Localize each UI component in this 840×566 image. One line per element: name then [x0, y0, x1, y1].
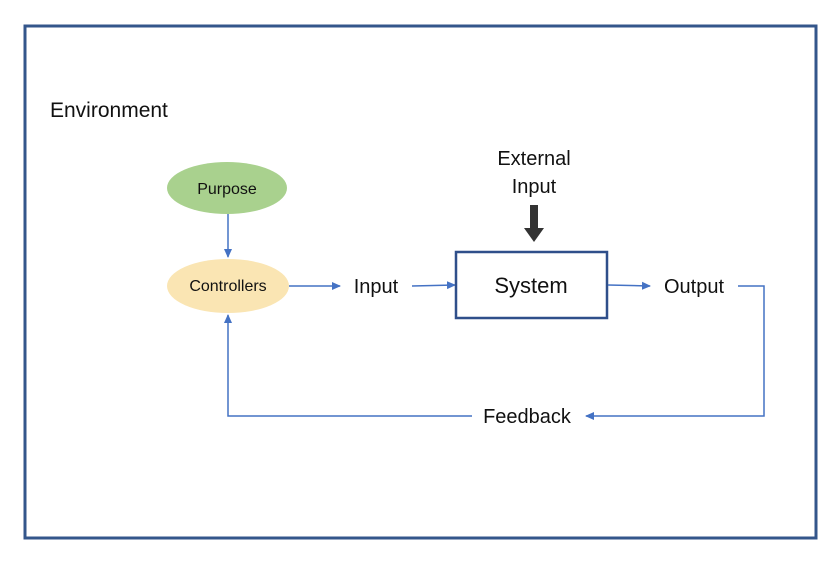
environment-label: Environment — [50, 99, 168, 122]
purpose-label: Purpose — [197, 181, 257, 198]
output-to-feedback-arrow — [585, 285, 765, 420]
feedback-to-controllers-arrow — [224, 314, 472, 417]
external-input-line-2: Input — [511, 176, 557, 198]
external-input-line-1: External — [497, 148, 571, 170]
input-label: Input — [354, 276, 399, 298]
environment-frame — [23, 24, 818, 540]
output-label: Output — [664, 276, 724, 298]
feedback-label: Feedback — [483, 406, 572, 428]
input-to-system-arrow — [411, 281, 456, 290]
external-input-label: External Input — [497, 145, 570, 201]
controllers-node — [167, 259, 289, 313]
system-box — [454, 250, 609, 320]
system-to-output-arrow — [607, 281, 651, 290]
purpose-node — [167, 162, 287, 214]
controllers-label: Controllers — [189, 278, 266, 295]
system-label: System — [494, 273, 567, 298]
external-input-arrow — [524, 205, 544, 242]
